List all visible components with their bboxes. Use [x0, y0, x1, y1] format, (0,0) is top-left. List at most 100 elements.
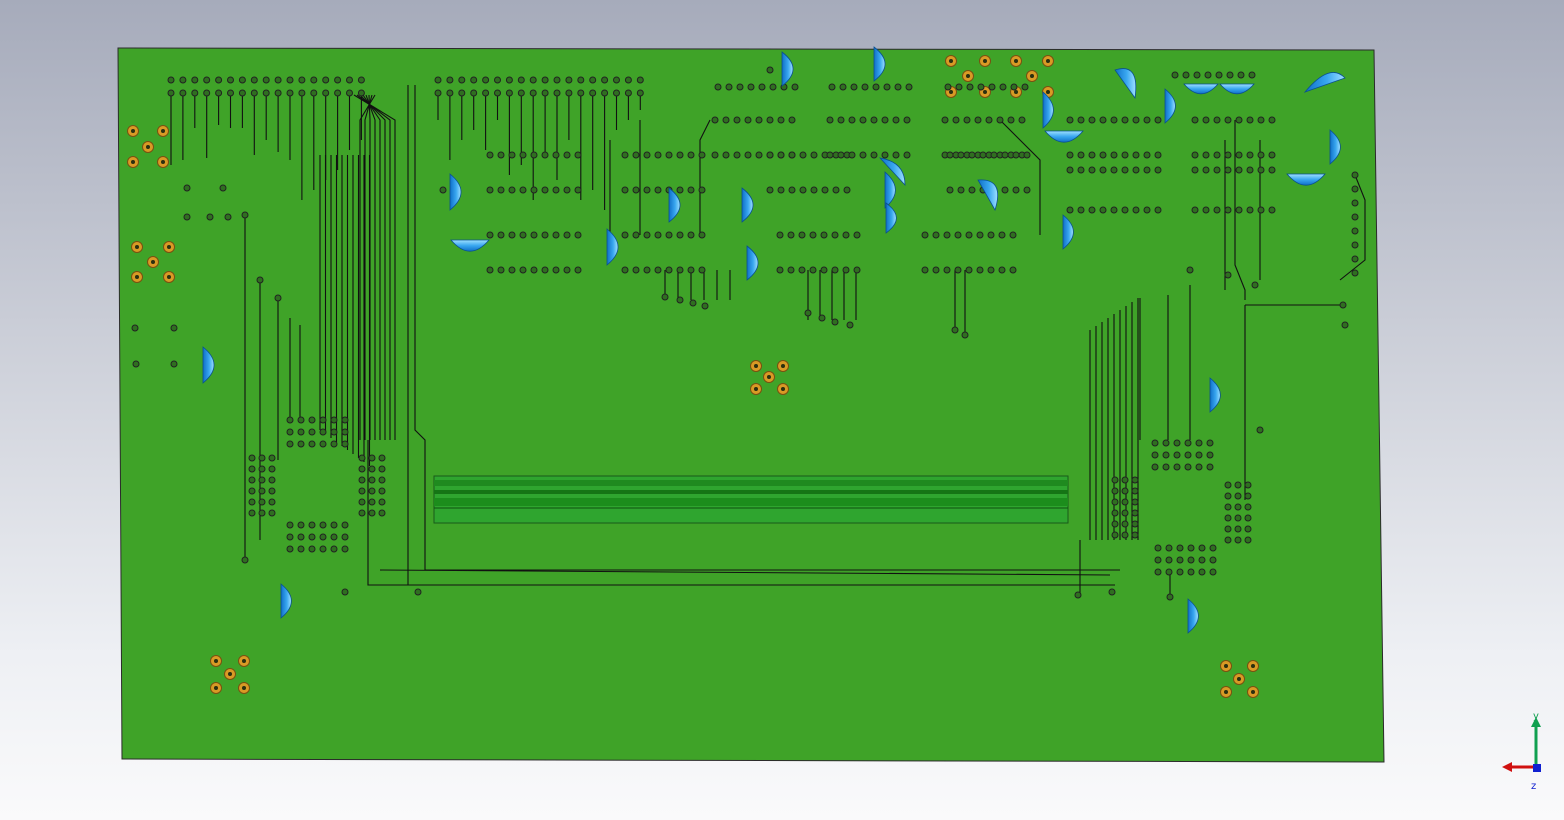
via [988, 83, 996, 91]
via [378, 476, 386, 484]
via [1184, 451, 1192, 459]
via [1021, 83, 1029, 91]
via [687, 151, 695, 159]
via [961, 331, 969, 339]
via [358, 498, 366, 506]
edge-connector[interactable] [433, 475, 1069, 524]
via [725, 83, 733, 91]
via [1111, 509, 1119, 517]
via [892, 116, 900, 124]
via [903, 151, 911, 159]
via [853, 266, 861, 274]
via [698, 151, 706, 159]
via [1191, 116, 1199, 124]
via [183, 213, 191, 221]
via [1224, 206, 1232, 214]
via [1154, 206, 1162, 214]
via [1195, 463, 1203, 471]
via [1154, 166, 1162, 174]
via [788, 116, 796, 124]
via [268, 454, 276, 462]
via [1173, 439, 1181, 447]
via [698, 266, 706, 274]
via [881, 116, 889, 124]
via [530, 186, 538, 194]
via [1166, 593, 1174, 601]
capacitor [1329, 129, 1341, 165]
via [831, 318, 839, 326]
via [497, 266, 505, 274]
axis-z-label: z [1531, 781, 1536, 792]
via [1234, 525, 1242, 533]
via [1257, 116, 1265, 124]
via [378, 487, 386, 495]
via [268, 487, 276, 495]
via [976, 266, 984, 274]
via [274, 294, 282, 302]
via [722, 151, 730, 159]
via-holes [131, 66, 1359, 601]
via [943, 231, 951, 239]
via [1132, 116, 1140, 124]
via [1191, 206, 1199, 214]
via [297, 440, 305, 448]
via [613, 76, 620, 84]
via [636, 76, 644, 84]
pad-hole [151, 260, 155, 264]
trace [414, 85, 1120, 571]
via [1121, 531, 1129, 539]
via [676, 231, 684, 239]
via [1204, 71, 1212, 79]
via [1191, 151, 1199, 159]
via [1224, 151, 1232, 159]
via [341, 440, 349, 448]
via [1224, 116, 1232, 124]
via [563, 266, 571, 274]
via [1198, 568, 1206, 576]
via [297, 416, 305, 424]
pad-hole [767, 375, 771, 379]
via [1131, 487, 1139, 495]
via [1001, 186, 1009, 194]
via [621, 266, 629, 274]
via [248, 509, 256, 517]
via [766, 66, 774, 74]
capacitor [1042, 91, 1054, 129]
via [758, 83, 766, 91]
via [632, 266, 640, 274]
pad-hole [214, 686, 218, 690]
via [458, 76, 466, 84]
via [341, 521, 349, 529]
via [1237, 71, 1245, 79]
via [1099, 151, 1107, 159]
via [698, 186, 706, 194]
via [553, 76, 561, 84]
via [191, 89, 199, 97]
pad-hole [1251, 690, 1255, 694]
pad-hole [1237, 677, 1241, 681]
via [297, 428, 305, 436]
blue-components[interactable] [202, 46, 1346, 634]
via [310, 89, 318, 97]
capacitor [885, 202, 897, 234]
via [529, 89, 537, 97]
via [1121, 476, 1129, 484]
pad-hole [1014, 90, 1018, 94]
via [1268, 151, 1276, 159]
via [799, 186, 807, 194]
via [1209, 556, 1217, 564]
via [1121, 520, 1129, 528]
via [632, 231, 640, 239]
via [1009, 266, 1017, 274]
via [203, 76, 211, 84]
via [1165, 556, 1173, 564]
via [676, 266, 684, 274]
via [552, 231, 560, 239]
via [853, 231, 861, 239]
capacitor [781, 51, 794, 87]
via [589, 89, 597, 97]
via [1131, 509, 1139, 517]
via [470, 89, 478, 97]
via [517, 89, 525, 97]
